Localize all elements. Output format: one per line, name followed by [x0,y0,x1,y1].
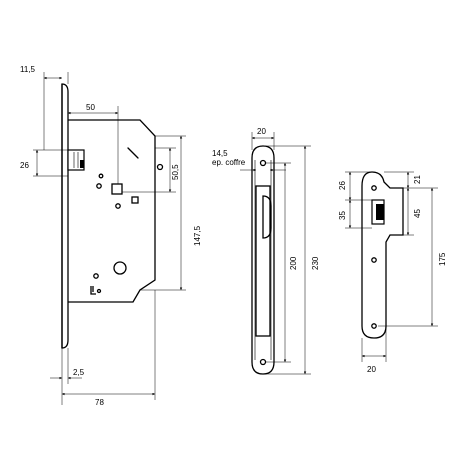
dim-latch-height: 35 [338,211,347,220]
dim-lever-center: 50,5 [171,164,180,180]
dim-inner-height: 200 [289,256,298,270]
faceplate-case [255,185,271,337]
dim-strike-width: 20 [367,365,376,374]
dim-opening-height: 45 [413,209,422,218]
latch-front [262,195,272,239]
dim-case-depth-note: ep. coffre [212,158,246,167]
cylinder-hole [113,261,127,275]
dim-total-height: 147,5 [193,225,202,246]
lock-body: 11,5 50 26 50,5 147,5 2,5 78 [20,65,202,407]
dim-faceplate-offset: 11,5 [20,65,36,74]
dim-faceplate-total-height: 230 [311,256,320,270]
dim-strike-top-offset: 26 [338,181,347,190]
faceplate-front: 20 14,5 ep. coffre 200 230 [212,127,320,375]
dim-strike-total-height: 175 [438,252,447,266]
screw-hole [156,163,164,171]
lock-faceplate [61,83,69,349]
spindle-square [111,183,123,195]
dim-case-depth: 14,5 [212,149,228,158]
dim-opening-top: 21 [413,175,422,184]
guide-slot [127,147,139,159]
dim-backset: 50 [86,103,95,112]
dim-faceplate-width: 20 [257,127,266,136]
dim-total-width: 78 [95,398,104,407]
dim-faceplate-thickness: 2,5 [73,368,85,377]
lock-mark [90,286,96,295]
lock-case [68,119,156,303]
strike-plate: 26 21 35 45 175 20 [338,171,447,374]
dim-faceplate-height-top: 26 [20,161,29,170]
strike-outline [361,171,404,339]
